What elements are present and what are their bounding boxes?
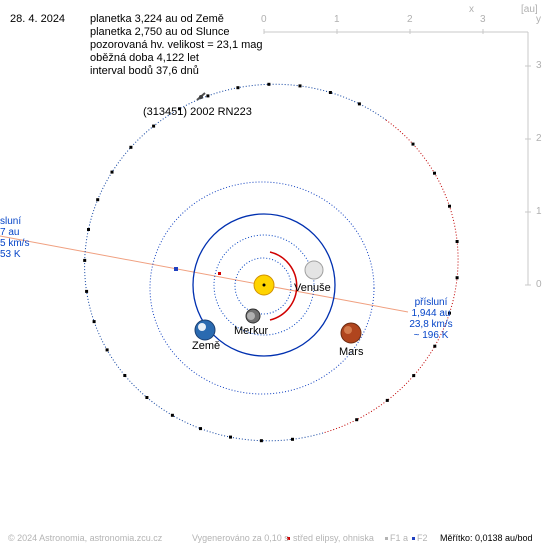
apsides-line	[0, 235, 409, 313]
footer-generated: Vygenerováno za 0,10 s	[192, 533, 289, 543]
aphelion-label: sluní	[0, 216, 22, 227]
asteroid-position-dot	[291, 437, 294, 441]
mercury-shade	[247, 312, 255, 320]
asteroid-current-position	[196, 92, 206, 101]
y-tick-label-0: 0	[536, 279, 542, 290]
footer-legend-f1: F1 a	[390, 533, 409, 543]
info-line-earth-distance: planetka 3,224 au od Země	[90, 13, 224, 25]
perihelion-speed: 23,8 km/s	[409, 319, 453, 330]
asteroid-position-dot	[259, 439, 263, 443]
footer-legend-f2: F2	[417, 533, 428, 543]
asteroid-position-dot	[129, 145, 133, 149]
asteroid-position-dot	[448, 311, 451, 315]
sun-inner-arc	[269, 251, 298, 321]
legend-center-marker	[287, 537, 290, 540]
asteroid-position-dot	[87, 228, 90, 231]
asteroid-position-dot	[455, 240, 459, 243]
asteroid-position-dot	[96, 198, 100, 202]
earth-label: Země	[192, 340, 221, 352]
axis-frame	[263, 29, 531, 286]
perihelion-label: přísluní	[414, 297, 448, 308]
asteroid-position-dot	[83, 258, 87, 262]
asteroid-position-markers	[83, 82, 459, 443]
asteroid-position-dot	[199, 427, 202, 431]
asteroid-position-dot	[433, 171, 436, 175]
ellipse-focus-f2	[174, 267, 178, 271]
axis-unit-label: [au]	[521, 4, 538, 15]
x-tick-label-0: 0	[261, 14, 267, 25]
ellipse-center	[218, 272, 221, 275]
y-tick-label-3: 3	[536, 60, 542, 71]
asteroid-position-dot	[412, 374, 416, 378]
mars-highlight	[344, 326, 352, 334]
asteroid-position-dot	[455, 276, 459, 280]
perihelion-distance: 1,944 au	[411, 308, 451, 319]
earth-orbit	[192, 213, 336, 357]
y-axis-label: y	[536, 14, 541, 25]
mercury-label: Merkur	[234, 325, 269, 337]
venus-planet	[304, 260, 324, 280]
info-line-interval: interval bodů 37,6 dnů	[90, 65, 199, 77]
asteroid-position-dot	[267, 82, 271, 86]
asteroid-position-dot	[298, 84, 302, 88]
footer-legend-center: střed elipsy, ohniska	[293, 533, 374, 543]
asteroid-position-dot	[206, 94, 210, 98]
asteroid-position-dot	[170, 413, 174, 417]
aphelion-info: sluní 7 au 5 km/s 53 K	[0, 216, 29, 260]
asteroid-position-dot	[385, 398, 389, 402]
asteroid-position-dot	[355, 418, 359, 422]
asteroid-position-dot	[105, 348, 109, 352]
info-line-period: oběžná doba 4,122 let	[90, 52, 199, 64]
perihelion-temp: ~ 196 K	[413, 330, 449, 341]
asteroid-orbit-far	[84, 83, 387, 442]
aphelion-speed: 5 km/s	[0, 238, 30, 249]
asteroid-position-dot	[411, 142, 415, 146]
x-axis-label: x	[469, 4, 474, 15]
asteroid-position-dot	[433, 344, 437, 348]
asteroid-position-dot	[328, 91, 332, 94]
aphelion-temp: 53 K	[0, 249, 21, 260]
mars-orbit	[149, 181, 375, 395]
earth-cloud	[198, 323, 206, 331]
asteroid-orbit-near	[322, 119, 459, 434]
asteroid-position-dot	[85, 289, 89, 293]
venus-orbit	[213, 234, 315, 336]
asteroid-position-dot	[229, 435, 232, 439]
y-tick-label-1: 1	[536, 206, 542, 217]
asteroid-position-dot	[92, 320, 96, 324]
asteroid-position-dot	[178, 107, 181, 111]
legend-f2-marker	[412, 537, 415, 540]
info-line-sun-distance: planetka 2,750 au od Slunce	[90, 26, 230, 38]
asteroid-position-dot	[236, 86, 240, 90]
asteroid-position-dot	[357, 102, 361, 106]
mars-label: Mars	[339, 346, 364, 358]
sun-center	[262, 283, 266, 287]
y-tick-label-2: 2	[536, 133, 542, 144]
legend-f1-marker	[385, 537, 388, 540]
asteroid-position-dot	[448, 204, 451, 208]
date-label: 28. 4. 2024	[10, 13, 66, 25]
info-line-magnitude: pozorovaná hv. velikost = 23,1 mag	[90, 39, 263, 51]
asteroid-position-dot	[152, 124, 156, 128]
perihelion-info: přísluní 1,944 au 23,8 km/s ~ 196 K	[400, 297, 462, 341]
asteroid-position-dot	[123, 374, 127, 377]
venus-label: Venuše	[294, 282, 331, 294]
x-tick-label-3: 3	[480, 14, 486, 25]
footer-copyright: © 2024 Astronomia, astronomia.zcu.cz	[8, 533, 163, 543]
x-tick-label-2: 2	[407, 14, 413, 25]
footer-scale: Měřítko: 0,0138 au/bod	[440, 533, 533, 543]
aphelion-distance: 7 au	[0, 227, 20, 238]
earth-planet	[194, 319, 216, 341]
asteroid-position-dot	[110, 170, 114, 174]
mars-planet	[340, 322, 362, 344]
asteroid-position-dot	[145, 396, 149, 399]
mercury-orbit	[234, 257, 292, 315]
x-tick-label-1: 1	[334, 14, 340, 25]
asteroid-name: (313451) 2002 RN223	[143, 106, 252, 118]
